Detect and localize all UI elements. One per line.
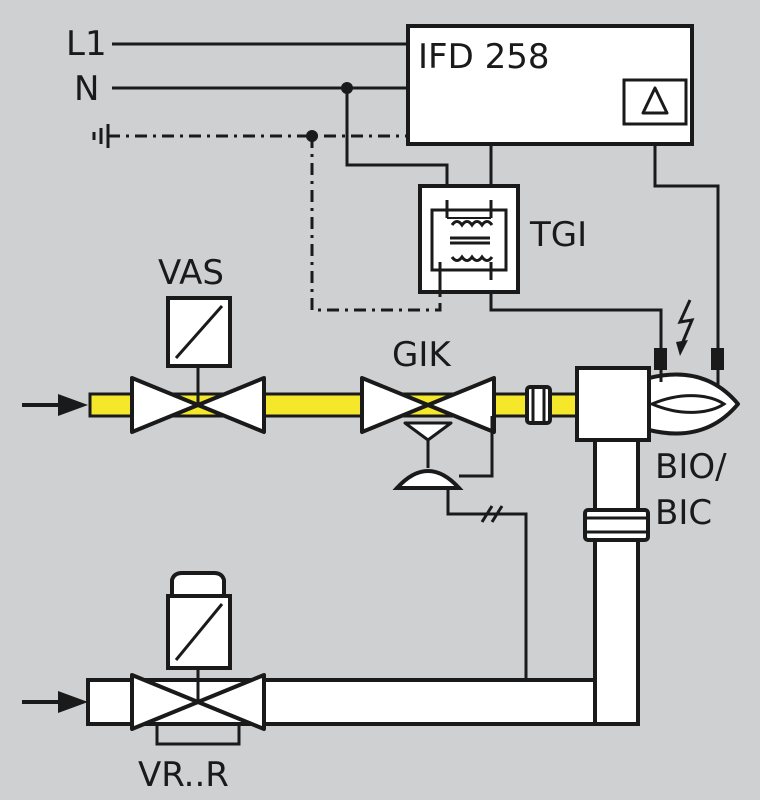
gik-governor — [360, 376, 528, 682]
label-n: N — [74, 69, 99, 109]
label-vr-r: VR..R — [138, 755, 229, 795]
tgi-transformer — [418, 184, 520, 294]
label-bio: BIO/ — [655, 447, 727, 487]
triangle-icon — [641, 86, 669, 115]
label-bic: BIC — [655, 493, 712, 533]
signal-box — [622, 78, 688, 126]
label-tgi: TGI — [529, 215, 587, 255]
spark-icon — [676, 299, 695, 356]
label-l1: L1 — [66, 24, 107, 64]
air-pipe-coupling — [583, 508, 650, 542]
vr-actuator-cap — [170, 571, 226, 598]
label-vas: VAS — [158, 253, 224, 293]
gas-inlet-arrow — [22, 394, 88, 416]
gas-pipe-coupling — [525, 385, 552, 425]
power-wiring — [112, 42, 493, 200]
ground-wiring — [108, 130, 442, 312]
vr-air-valve — [130, 571, 266, 746]
label-gik: GIK — [392, 335, 452, 375]
vas-solenoid-valve — [130, 296, 266, 434]
gik-diaphragm — [392, 469, 464, 490]
ground-icon — [92, 124, 110, 148]
ifd-controller — [406, 24, 694, 146]
label-ifd-258: IFD 258 — [418, 37, 549, 77]
ignition-electrode — [489, 280, 667, 382]
ionisation-electrode — [653, 123, 724, 388]
air-inlet-arrow — [22, 691, 88, 713]
burner-body — [575, 366, 740, 442]
